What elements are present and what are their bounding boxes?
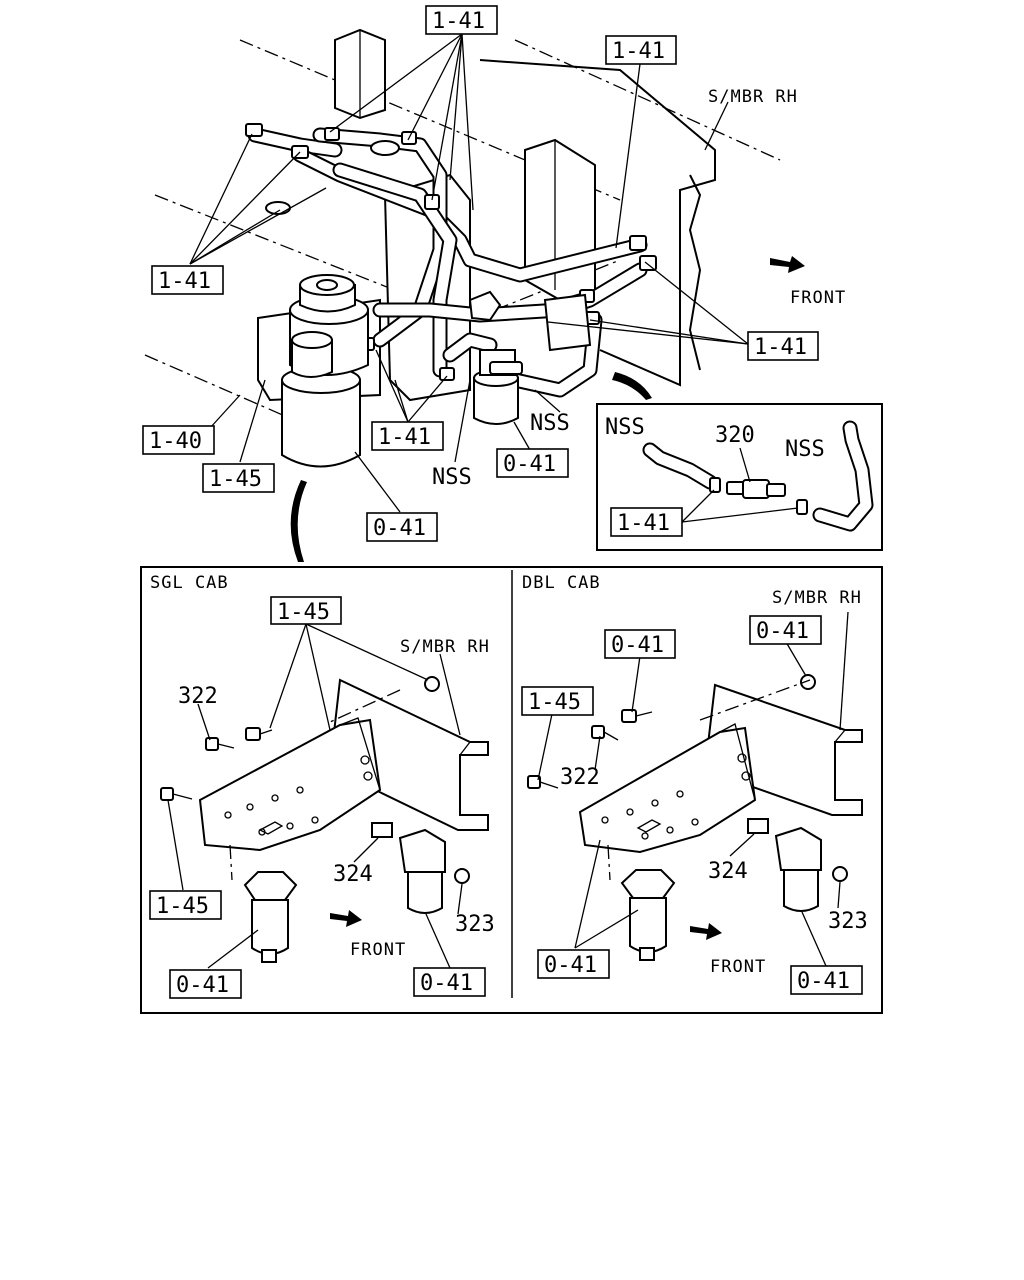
dbl-label-324: 324 (708, 859, 748, 884)
dbl-fuel-filters (620, 826, 822, 961)
dbl-leaders (329, 641, 841, 967)
label-1-41-center: 1-41 (378, 425, 431, 450)
main-assembly: 1-41 1-41 S/MBR RH FRONT 1-41 1-41 1-41 … (142, 5, 846, 562)
sgl-label-324: 324 (333, 862, 373, 887)
leader-lines-main (189, 33, 749, 513)
dbl-label-smbr-rh: S/MBR RH (772, 588, 862, 608)
label-1-41-mid-right: 1-41 (754, 335, 807, 360)
sgl-label-323: 323 (455, 912, 495, 937)
sgl-label-smbr-rh: S/MBR RH (400, 637, 490, 657)
label-nss-inset-right: NSS (785, 437, 825, 462)
hose-clamps (245, 123, 657, 381)
curved-arrow-top (612, 372, 652, 400)
sgl-leaders (167, 623, 463, 969)
dbl-bolts (527, 674, 848, 882)
sgl-label-0-41-left: 0-41 (176, 973, 229, 998)
front-arrow-icon (770, 256, 805, 273)
curved-arrow-left (290, 480, 307, 562)
label-320: 320 (715, 423, 755, 448)
label-nss-a: NSS (432, 465, 472, 490)
dbl-label-1-45: 1-45 (528, 690, 581, 715)
main-labels: 1-41 1-41 S/MBR RH FRONT 1-41 1-41 1-41 … (142, 5, 846, 542)
dbl-front-arrow-icon (690, 923, 722, 940)
dbl-label-0-41-left: 0-41 (544, 953, 597, 978)
label-0-41-b: 0-41 (373, 516, 426, 541)
sgl-fuel-filters (243, 828, 446, 963)
sgl-label-322: 322 (178, 684, 218, 709)
sgl-front-arrow-icon (330, 910, 362, 927)
dbl-label-0-41-right: 0-41 (797, 969, 850, 994)
dbl-label-0-41-topright: 0-41 (756, 619, 809, 644)
dbl-label-front: FRONT (710, 957, 766, 977)
sgl-cab-title: SGL CAB (150, 573, 229, 593)
label-1-45-top: 1-45 (209, 467, 262, 492)
label-nss-inset-left: NSS (605, 415, 645, 440)
label-smbr-rh-top: S/MBR RH (708, 87, 798, 107)
label-1-41-left: 1-41 (158, 269, 211, 294)
bottom-panel-frame (140, 566, 883, 1014)
dbl-label-0-41-top: 0-41 (611, 633, 664, 658)
dbl-cab-panel: DBL CAB (329, 573, 868, 995)
secondary-fuel-filter (473, 349, 523, 425)
dbl-cab-title: DBL CAB (522, 573, 601, 593)
label-1-41-right: 1-41 (612, 39, 665, 64)
sgl-label-front: FRONT (350, 940, 406, 960)
sgl-label-0-41-right: 0-41 (420, 971, 473, 996)
label-1-40: 1-40 (149, 429, 202, 454)
sgl-label-1-45-top: 1-45 (277, 600, 330, 625)
inset-connector-detail: NSS 320 NSS 1-41 (596, 403, 883, 551)
label-front-top: FRONT (790, 288, 846, 308)
label-1-41-inset: 1-41 (617, 511, 670, 536)
sgl-bolts (160, 676, 470, 884)
dbl-label-322: 322 (560, 765, 600, 790)
sgl-cab-panel: SGL CAB (149, 573, 495, 999)
label-0-41-a: 0-41 (503, 452, 556, 477)
label-nss-b: NSS (530, 411, 570, 436)
main-fuel-filter (281, 274, 369, 468)
label-1-41-top: 1-41 (432, 9, 485, 34)
dbl-label-323: 323 (828, 909, 868, 934)
sgl-label-1-45-bottom: 1-45 (156, 894, 209, 919)
connector-320 (726, 479, 786, 499)
